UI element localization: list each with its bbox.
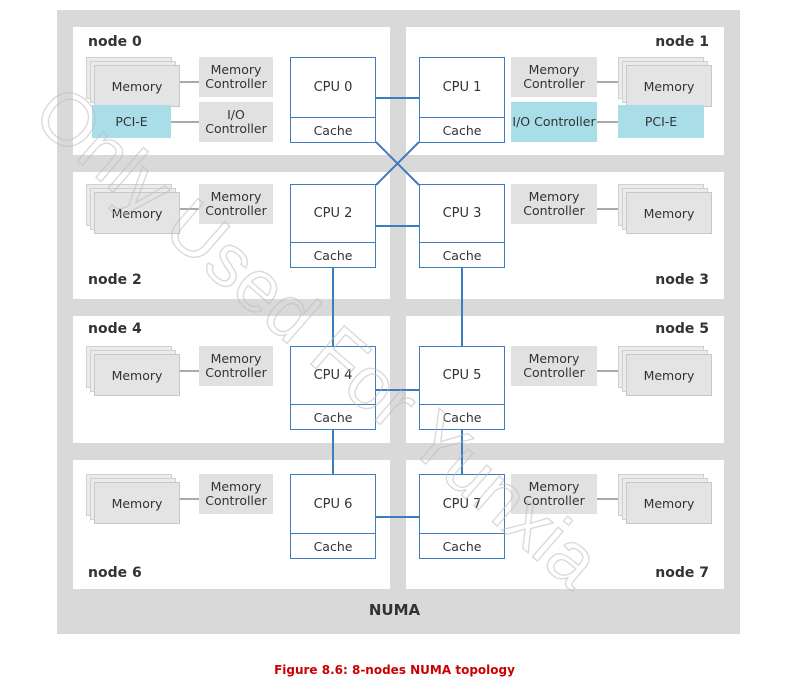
figure-caption: Figure 8.6: 8-nodes NUMA topology — [274, 663, 515, 677]
node-6-label: node 6 — [88, 565, 142, 581]
node-3-memory: Memory — [618, 184, 712, 234]
node-3-memory-controller: Memory Controller — [511, 184, 597, 224]
cpu-2: CPU 2 Cache — [290, 184, 376, 268]
cpu-4: CPU 4 Cache — [290, 346, 376, 430]
node-5-label: node 5 — [655, 321, 709, 337]
cpu-4-label: CPU 4 — [313, 368, 353, 383]
node-2-memory-controller: Memory Controller — [199, 184, 273, 224]
node-5-memory: Memory — [618, 346, 712, 396]
node-6-memory-label: Memory — [94, 482, 180, 524]
node-0-memory-controller: Memory Controller — [199, 57, 273, 97]
node-2-label: node 2 — [88, 272, 142, 288]
cpu-0: CPU 0 Cache — [290, 57, 376, 143]
node-3-label: node 3 — [655, 272, 709, 288]
node-4-memory-label: Memory — [94, 354, 180, 396]
numa-label: NUMA — [368, 601, 421, 619]
node-0-pcie: PCI-E — [92, 105, 171, 138]
cpu-7-cache: Cache — [420, 533, 504, 558]
node-1-memory: Memory — [618, 57, 712, 107]
node-7-memory-controller: Memory Controller — [511, 474, 597, 514]
node-1-memory-label: Memory — [626, 65, 712, 107]
node-0-label: node 0 — [88, 34, 142, 50]
cpu-6-cache: Cache — [291, 533, 375, 558]
node-7-memory-label: Memory — [626, 482, 712, 524]
cpu-2-cache: Cache — [291, 242, 375, 267]
node-6-memory: Memory — [86, 474, 180, 524]
cpu-7-label: CPU 7 — [442, 496, 482, 512]
node-2-memory-label: Memory — [94, 192, 180, 234]
node-1-label: node 1 — [655, 34, 709, 50]
node-0-io-controller: I/O Controller — [199, 102, 273, 142]
node-2-memory: Memory — [86, 184, 180, 234]
node-4-memory-controller: Memory Controller — [199, 346, 273, 386]
cpu-0-label: CPU 0 — [313, 80, 353, 95]
node-0-memory: Memory — [86, 57, 180, 107]
node-4-label: node 4 — [88, 321, 142, 337]
node-6-memory-controller: Memory Controller — [199, 474, 273, 514]
node-1-io-controller: I/O Controller — [511, 102, 597, 142]
cpu-3-cache: Cache — [420, 242, 504, 267]
node-5-memory-label: Memory — [626, 354, 712, 396]
node-5-memory-controller: Memory Controller — [511, 346, 597, 386]
cpu-6-label: CPU 6 — [313, 496, 353, 512]
node-1-memory-controller: Memory Controller — [511, 57, 597, 97]
cpu-6: CPU 6 Cache — [290, 474, 376, 559]
cpu-7: CPU 7 Cache — [419, 474, 505, 559]
cpu-0-cache: Cache — [291, 117, 375, 142]
cpu-3-label: CPU 3 — [442, 206, 482, 221]
cpu-3: CPU 3 Cache — [419, 184, 505, 268]
cpu-5-cache: Cache — [420, 404, 504, 429]
cpu-2-label: CPU 2 — [313, 206, 353, 221]
node-7-label: node 7 — [655, 565, 709, 581]
cpu-4-cache: Cache — [291, 404, 375, 429]
node-3-memory-label: Memory — [626, 192, 712, 234]
node-7-memory: Memory — [618, 474, 712, 524]
cpu-5: CPU 5 Cache — [419, 346, 505, 430]
cpu-1: CPU 1 Cache — [419, 57, 505, 143]
cpu-1-label: CPU 1 — [442, 80, 482, 95]
cpu-5-label: CPU 5 — [442, 368, 482, 383]
cpu-1-cache: Cache — [420, 117, 504, 142]
node-4-memory: Memory — [86, 346, 180, 396]
node-1-pcie: PCI-E — [618, 105, 704, 138]
node-0-memory-label: Memory — [94, 65, 180, 107]
